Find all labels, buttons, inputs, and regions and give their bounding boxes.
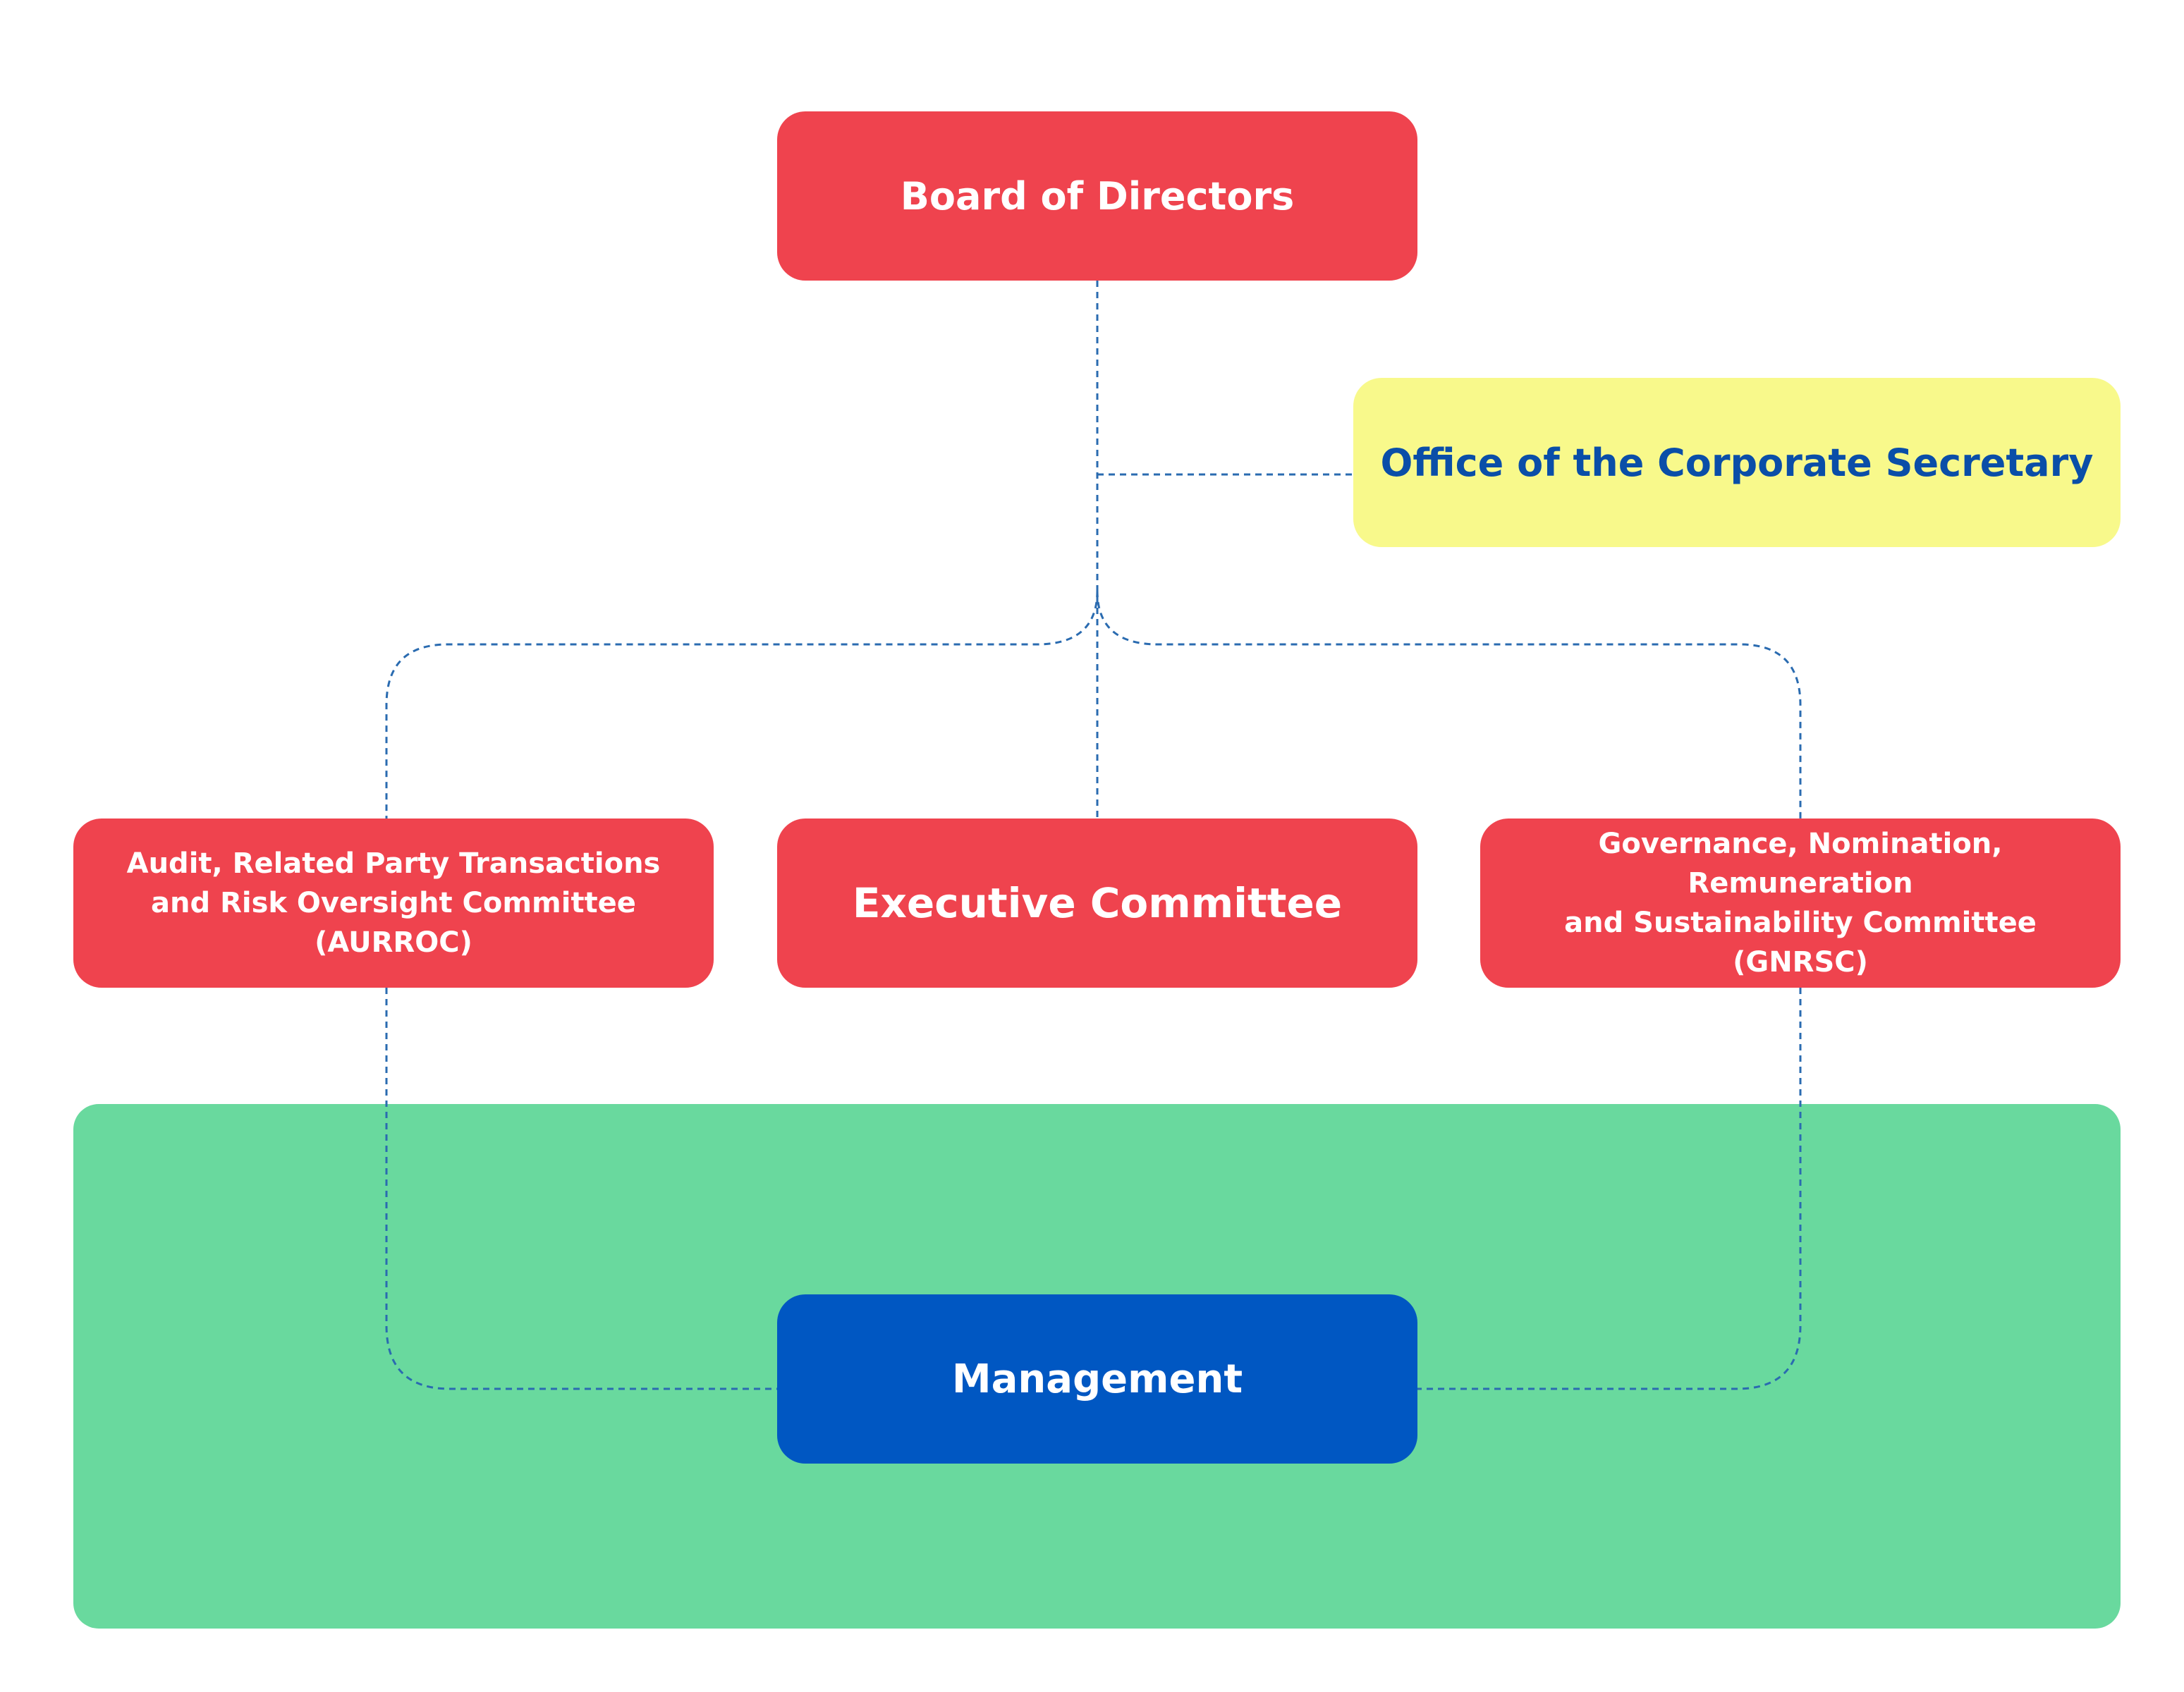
aurroc-label-line-2: and Risk Oversight Committee (AURROC) xyxy=(151,887,636,959)
management-node: Management xyxy=(777,1294,1417,1464)
board-of-directors-label: Board of Directors xyxy=(900,173,1295,219)
gnrsc-label-line-2: and Sustainability Committee (GNRSC) xyxy=(1564,907,2037,979)
management-label: Management xyxy=(951,1356,1243,1402)
gnrsc-label-line-1: Governance, Nomination, Remuneration xyxy=(1598,828,2003,900)
executive-committee-node: Executive Committee xyxy=(777,819,1417,988)
executive-committee-label: Executive Committee xyxy=(852,879,1343,927)
connector-board-gnrsc xyxy=(1096,590,1802,819)
connector-board-aurroc xyxy=(385,590,1099,819)
aurroc-node: Audit, Related Party Transactions and Ri… xyxy=(73,819,714,988)
aurroc-label-line-1: Audit, Related Party Transactions xyxy=(126,847,661,880)
corporate-secretary-label: Office of the Corporate Secretary xyxy=(1380,440,2094,485)
gnrsc-node: Governance, Nomination, Remuneration and… xyxy=(1480,819,2121,988)
corporate-secretary-node: Office of the Corporate Secretary xyxy=(1353,378,2121,547)
board-of-directors-node: Board of Directors xyxy=(777,111,1417,281)
